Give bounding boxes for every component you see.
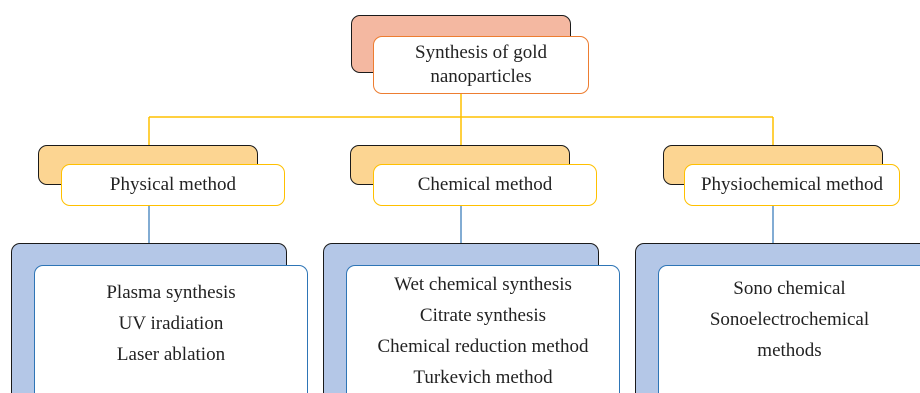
physiochemical-category-node: Physiochemical method — [684, 164, 900, 206]
method-item: Chemical reduction method — [377, 336, 589, 357]
physical-category-label: Physical method — [109, 174, 237, 195]
chemical-category-label: Chemical method — [417, 174, 553, 195]
physiochemical-category-label: Physiochemical method — [700, 174, 884, 195]
method-item: methods — [757, 340, 822, 361]
method-item: Citrate synthesis — [419, 305, 547, 326]
method-item: UV iradiation — [118, 313, 224, 334]
root-title: Synthesis of gold nanoparticles — [415, 42, 547, 87]
method-item: Wet chemical synthesis — [394, 274, 572, 295]
method-item: Laser ablation — [116, 344, 226, 365]
physical-methods-box: Plasma synthesis UV iradiation Laser abl… — [34, 265, 308, 393]
method-item: Sonoelectrochemical — [709, 309, 870, 330]
method-item: Turkevich method — [413, 367, 553, 388]
physiochemical-methods-box: Sono chemical Sonoelectrochemical method… — [658, 265, 920, 393]
method-item: Plasma synthesis — [106, 282, 236, 303]
root-node: Synthesis of gold nanoparticles — [373, 36, 589, 94]
physical-category-node: Physical method — [61, 164, 285, 206]
chemical-methods-box: Wet chemical synthesis Citrate synthesis… — [346, 265, 620, 393]
method-item: Sono chemical — [733, 278, 846, 299]
chemical-category-node: Chemical method — [373, 164, 597, 206]
